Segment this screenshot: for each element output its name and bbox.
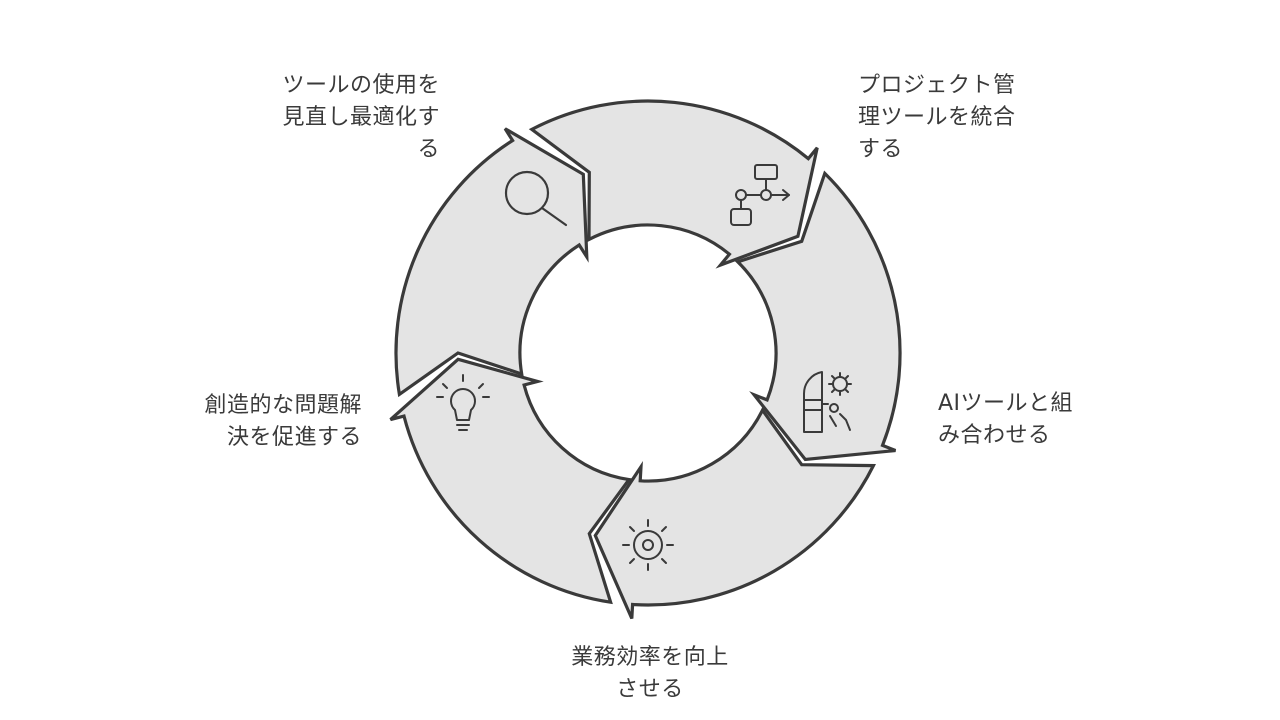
cycle-arrow-segment-integrate — [734, 170, 902, 462]
label-line: 理ツールを統合 — [858, 105, 1016, 130]
label-line: する — [858, 137, 904, 162]
label-line: 創造的な問題解 — [204, 393, 362, 418]
label-line: プロジェクト管 — [858, 73, 1016, 98]
ring-segments — [389, 99, 902, 620]
label-line: させる — [616, 677, 684, 702]
label-line: る — [417, 137, 440, 162]
step-label-review: ツールの使用を 見直し最適化す る — [240, 70, 440, 166]
label-line: 見直し最適化す — [282, 105, 440, 130]
cycle-arrow-segment-ai — [593, 407, 876, 620]
flowchart-icon — [730, 164, 790, 226]
cycle-arrow-segment-creative — [394, 127, 589, 398]
label-line: 業務効率を向上 — [571, 645, 729, 670]
step-label-ai: AIツールと組 み合わせる — [938, 388, 1138, 452]
label-line: み合わせる — [938, 423, 1051, 448]
lightbulb-icon — [436, 374, 490, 431]
label-line: ツールの使用を — [282, 73, 440, 98]
step-label-efficiency: 業務効率を向上 させる — [540, 642, 760, 706]
step-label-integrate: プロジェクト管 理ツールを統合 する — [858, 70, 1068, 166]
sun-gear-icon — [622, 519, 674, 571]
cycle-arrow-segment-efficiency — [389, 357, 632, 605]
label-line: AIツールと組 — [938, 391, 1074, 416]
magnifier-icon — [504, 170, 568, 227]
ai-head-gear-icon — [802, 371, 852, 433]
step-label-creative: 創造的な問題解 決を促進する — [150, 390, 362, 454]
label-line: 決を促進する — [226, 425, 362, 450]
